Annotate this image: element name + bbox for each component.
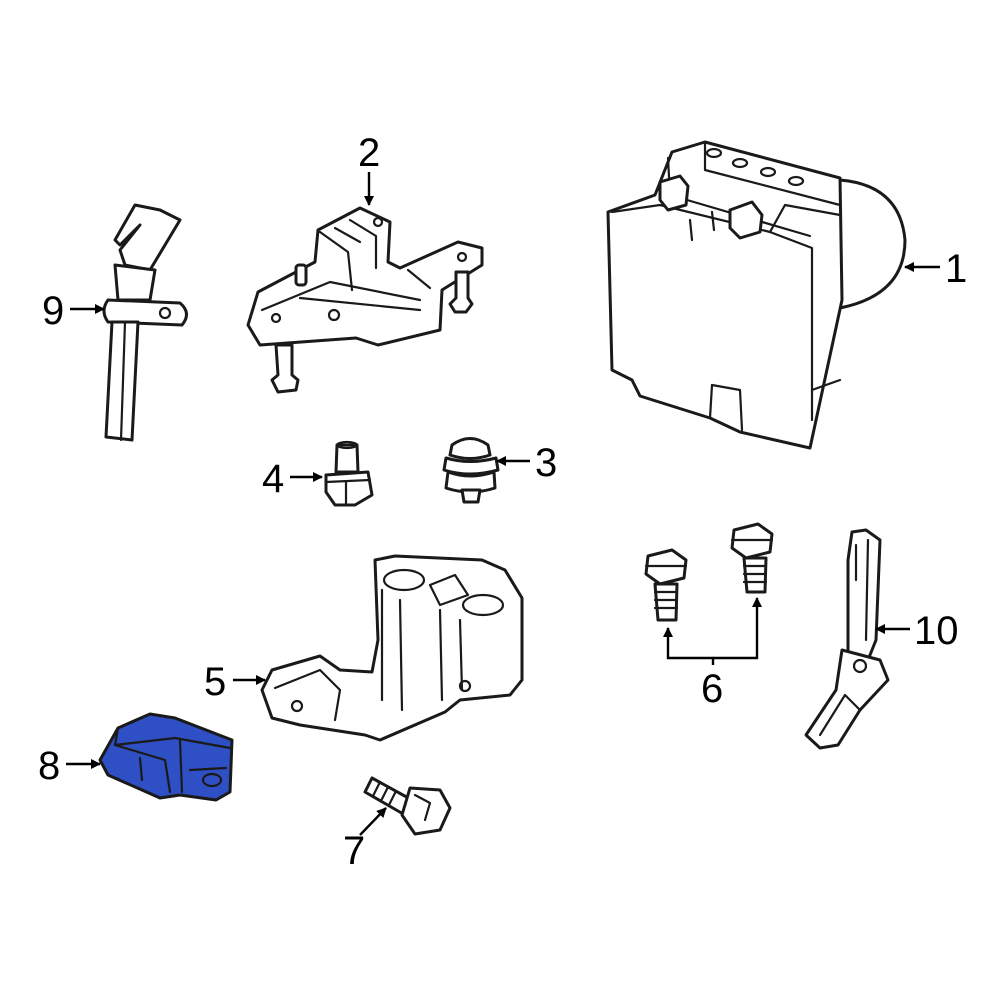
part-1-abs-module[interactable] bbox=[606, 140, 907, 450]
part-10-sensor[interactable] bbox=[804, 528, 890, 750]
part-6-bolts[interactable] bbox=[644, 522, 774, 622]
callout-1: 1 bbox=[945, 247, 967, 291]
part-5-bracket[interactable] bbox=[260, 554, 524, 742]
part-8-sensor-highlighted[interactable] bbox=[98, 712, 234, 802]
part-2-bracket[interactable] bbox=[246, 206, 484, 394]
callout-labels: 1 2 3 4 5 6 7 8 9 10 bbox=[38, 131, 967, 873]
callout-6: 6 bbox=[701, 667, 723, 711]
callout-3: 3 bbox=[535, 441, 557, 485]
callout-8: 8 bbox=[38, 744, 60, 788]
part-4-stud[interactable] bbox=[324, 440, 374, 507]
callout-10: 10 bbox=[914, 609, 959, 653]
leader-lines bbox=[66, 172, 940, 836]
callout-9: 9 bbox=[42, 289, 64, 333]
part-9-sensor[interactable] bbox=[102, 203, 188, 442]
part-7-bolt[interactable] bbox=[363, 776, 452, 836]
callout-5: 5 bbox=[204, 660, 226, 704]
callout-7: 7 bbox=[343, 829, 365, 873]
part-3-grommet[interactable] bbox=[442, 437, 500, 504]
callout-4: 4 bbox=[262, 457, 284, 501]
callout-2: 2 bbox=[358, 131, 380, 175]
